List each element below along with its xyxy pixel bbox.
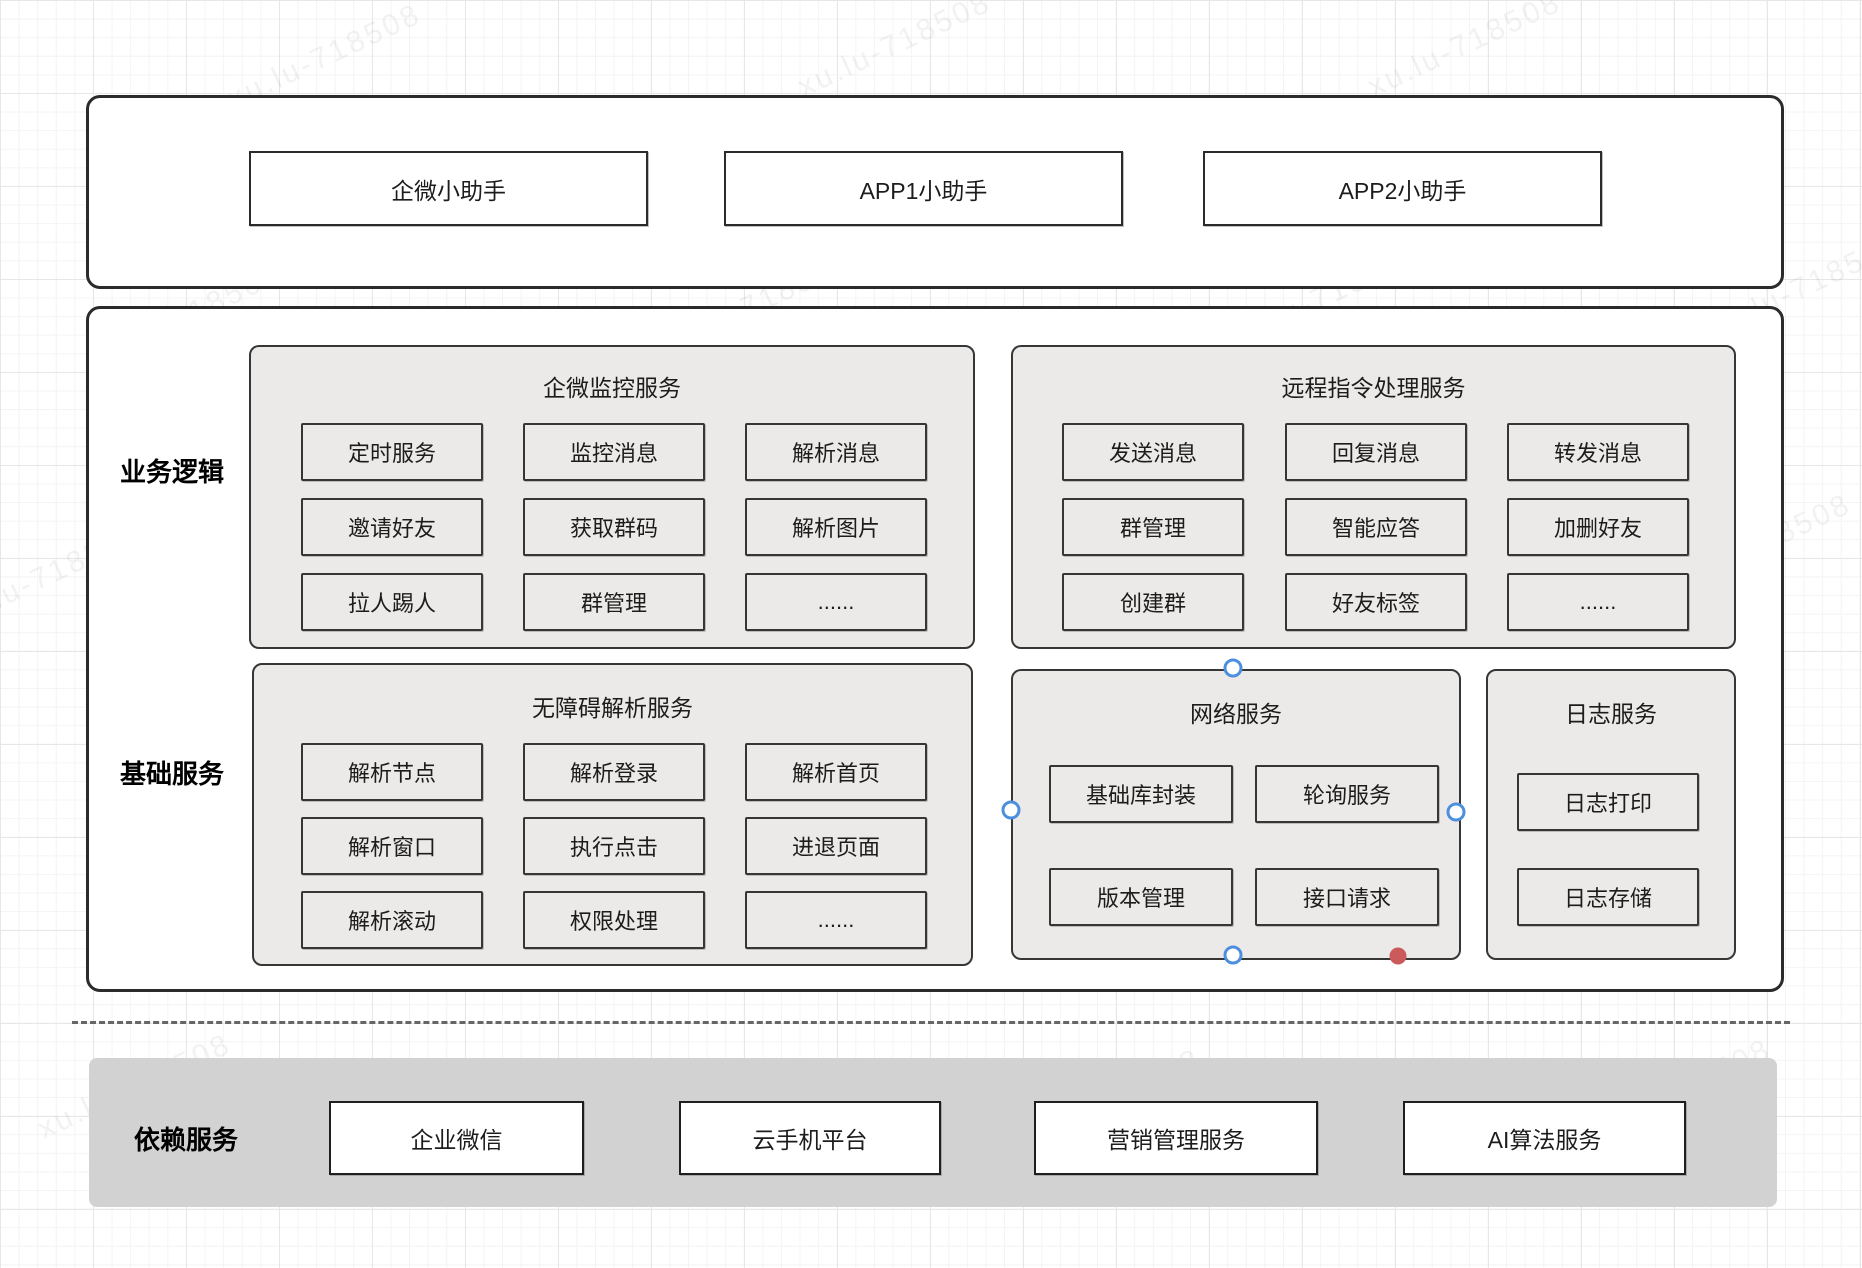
layer-label-dependencies: 依赖服务	[134, 1125, 239, 1155]
selection-handle-top[interactable]	[1223, 658, 1243, 678]
diagram-node[interactable]: 转发消息	[1507, 423, 1689, 481]
diagram-node[interactable]: 日志存储	[1517, 868, 1699, 926]
panel-qiwei-monitor-service[interactable]: 企微监控服务 定时服务 监控消息 解析消息 邀请好友 获取群码 解析图片 拉人踢…	[249, 345, 975, 649]
panel-remote-command-service[interactable]: 远程指令处理服务 发送消息 回复消息 转发消息 群管理 智能应答 加删好友 创建…	[1011, 345, 1736, 649]
diagram-node[interactable]: 获取群码	[523, 498, 705, 556]
diagram-node[interactable]: 创建群	[1062, 573, 1244, 631]
diagram-node[interactable]: ......	[745, 573, 927, 631]
watermark-text: xu.lu-718508	[1362, 0, 1567, 104]
panel-title: 日志服务	[1565, 701, 1657, 727]
dependency-node-marketing[interactable]: 营销管理服务	[1034, 1101, 1318, 1175]
selection-handle-bottom[interactable]	[1223, 945, 1243, 965]
diagram-node[interactable]: 基础库封装	[1049, 765, 1233, 823]
dependency-node-ai-algorithm[interactable]: AI算法服务	[1403, 1101, 1686, 1175]
diagram-node[interactable]: 执行点击	[523, 817, 705, 875]
diagram-node[interactable]: 好友标签	[1285, 573, 1467, 631]
diagram-node[interactable]: 解析消息	[745, 423, 927, 481]
diagram-node[interactable]: 接口请求	[1255, 868, 1439, 926]
panel-title: 远程指令处理服务	[1281, 375, 1466, 401]
diagram-node[interactable]: 进退页面	[745, 817, 927, 875]
separator-dashed-line	[72, 1021, 1790, 1024]
client-node-app2-assistant[interactable]: APP2小助手	[1203, 151, 1602, 226]
diagram-node[interactable]: ......	[745, 891, 927, 949]
selection-handle-right[interactable]	[1446, 802, 1466, 822]
client-node-qiwei-assistant[interactable]: 企微小助手	[249, 151, 648, 226]
diagram-node[interactable]: 群管理	[523, 573, 705, 631]
dependency-node-wecom[interactable]: 企业微信	[329, 1101, 584, 1175]
panel-accessibility-parse-service[interactable]: 无障碍解析服务 解析节点 解析登录 解析首页 解析窗口 执行点击 进退页面 解析…	[252, 663, 973, 966]
panel-title: 网络服务	[1190, 701, 1282, 727]
diagram-node[interactable]: 权限处理	[523, 891, 705, 949]
diagram-node[interactable]: 解析节点	[301, 743, 483, 801]
diagram-node[interactable]: 日志打印	[1517, 773, 1699, 831]
diagram-node[interactable]: 解析滚动	[301, 891, 483, 949]
diagram-node[interactable]: 版本管理	[1049, 868, 1233, 926]
diagram-node[interactable]: 解析图片	[745, 498, 927, 556]
diagram-node[interactable]: 邀请好友	[301, 498, 483, 556]
panel-log-service[interactable]: 日志服务 日志打印 日志存储	[1486, 669, 1736, 960]
diagram-node[interactable]: 群管理	[1062, 498, 1244, 556]
diagram-node[interactable]: 解析登录	[523, 743, 705, 801]
diagram-node[interactable]: 定时服务	[301, 423, 483, 481]
diagram-node[interactable]: 加删好友	[1507, 498, 1689, 556]
selection-handle-left[interactable]	[1001, 800, 1021, 820]
client-node-app1-assistant[interactable]: APP1小助手	[724, 151, 1123, 226]
diagram-node[interactable]: 发送消息	[1062, 423, 1244, 481]
diagram-node[interactable]: ......	[1507, 573, 1689, 631]
watermark-text: xu.lu-718508	[792, 0, 997, 104]
panel-network-service[interactable]: 网络服务 基础库封装 轮询服务 版本管理 接口请求	[1011, 669, 1461, 960]
layer-label-business-logic: 业务逻辑	[120, 457, 225, 487]
diagram-node[interactable]: 解析窗口	[301, 817, 483, 875]
connection-point-red-dot[interactable]	[1389, 947, 1407, 965]
diagram-node[interactable]: 回复消息	[1285, 423, 1467, 481]
dependency-node-cloud-phone[interactable]: 云手机平台	[679, 1101, 941, 1175]
diagram-node[interactable]: 轮询服务	[1255, 765, 1439, 823]
panel-title: 企微监控服务	[543, 375, 681, 401]
diagram-node[interactable]: 拉人踢人	[301, 573, 483, 631]
diagram-node[interactable]: 智能应答	[1285, 498, 1467, 556]
diagram-node[interactable]: 监控消息	[523, 423, 705, 481]
diagram-node[interactable]: 解析首页	[745, 743, 927, 801]
layer-label-foundation: 基础服务	[120, 759, 225, 789]
panel-title: 无障碍解析服务	[532, 695, 693, 721]
